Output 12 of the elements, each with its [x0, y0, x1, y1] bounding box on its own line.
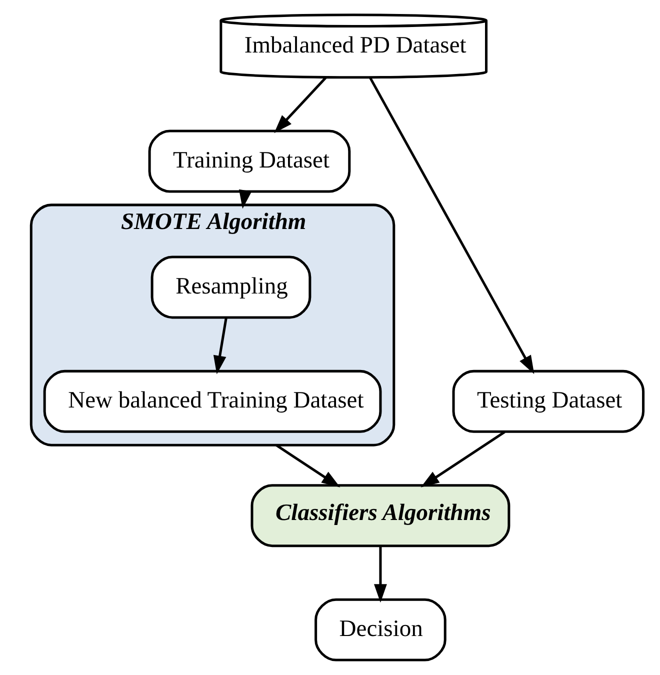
- arrow: [420, 430, 505, 488]
- arrow: [274, 444, 340, 488]
- node-box: Decision: [314, 598, 446, 662]
- node-box: Classifiers Algorithms: [250, 484, 510, 548]
- node-box: Resampling: [150, 256, 311, 319]
- arrow: [274, 76, 326, 134]
- arrow: [212, 318, 227, 374]
- node-box: Testing Dataset: [452, 370, 644, 433]
- arrow: [238, 189, 252, 209]
- node-box: New balanced Training Dataset: [42, 370, 382, 433]
- arrow: [368, 77, 534, 374]
- arrow: [373, 546, 386, 603]
